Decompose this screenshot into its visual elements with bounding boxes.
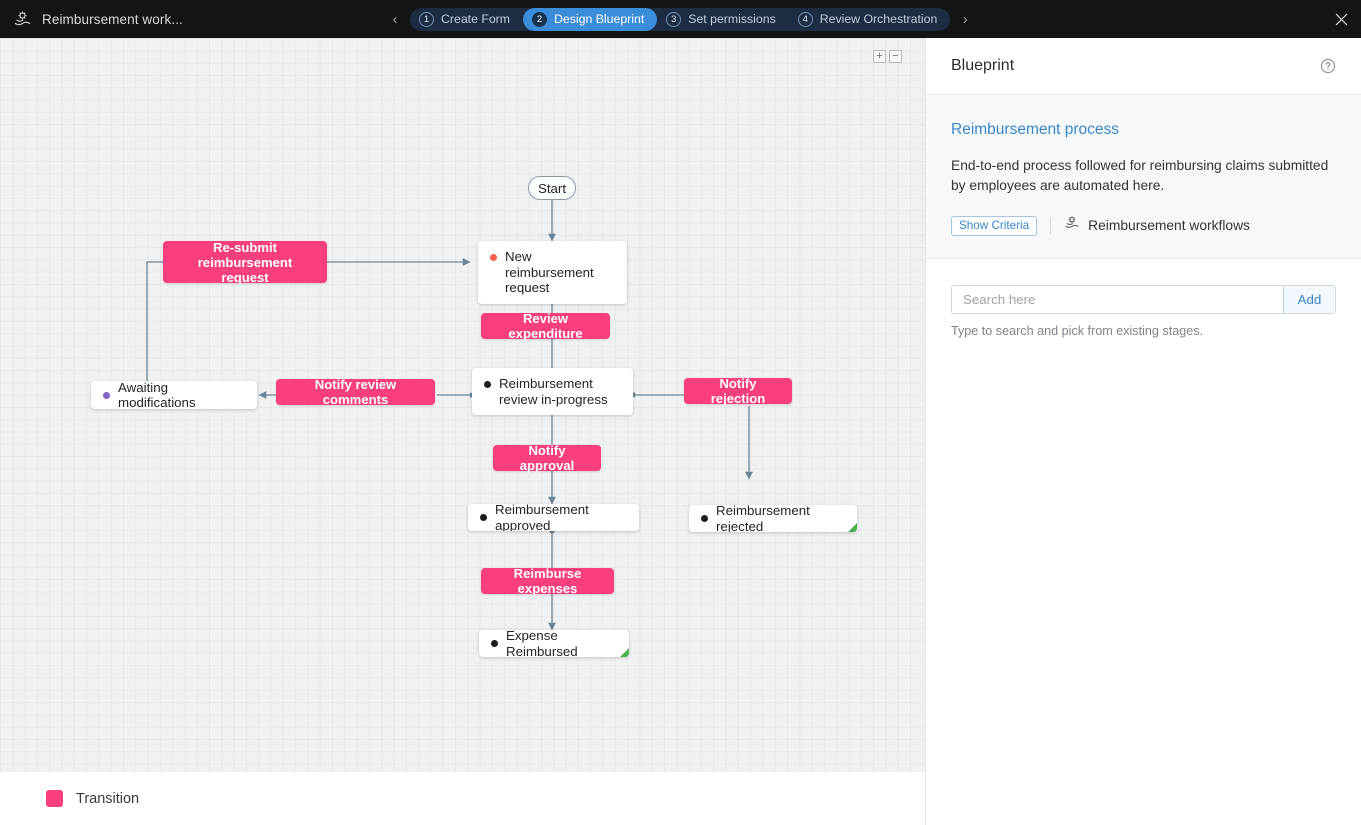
transition-re-submit-reimbursement-request[interactable]: Re-submit reimbursement request — [163, 240, 327, 285]
search-input[interactable] — [952, 286, 1283, 313]
step-label: Set permissions — [688, 12, 776, 26]
node-label: Reimbursement review in-progress — [499, 376, 608, 407]
process-description: End-to-end process followed for reimburs… — [951, 158, 1329, 193]
close-icon[interactable] — [1331, 9, 1351, 29]
node-label: Reimbursement approved — [495, 504, 589, 531]
step-design-blueprint[interactable]: 2 Design Blueprint — [523, 7, 658, 31]
stepper: ‹ 1 Create Form 2 Design Blueprint 3 Set… — [386, 0, 974, 38]
transition-notify-rejection[interactable]: Notify rejection — [684, 376, 792, 406]
legend-transition-swatch — [46, 790, 63, 807]
process-meta-row: Show Criteria Reimbursement workflows — [951, 215, 1336, 236]
stepper-pill: 1 Create Form 2 Design Blueprint 3 Set p… — [410, 7, 951, 31]
search-hint: Type to search and pick from existing st… — [951, 324, 1203, 338]
zoom-out-button[interactable]: − — [889, 50, 902, 63]
state-dot — [701, 515, 708, 522]
state-dot — [103, 391, 110, 399]
step-label: Review Orchestration — [819, 12, 938, 26]
workflow-icon — [12, 9, 32, 29]
node-start[interactable]: Start — [528, 176, 576, 200]
top-bar: Reimbursement work... ‹ 1 Create Form 2 … — [0, 0, 1361, 38]
divider — [1050, 217, 1052, 234]
transition-notify-review-comments[interactable]: Notify review comments — [276, 377, 435, 407]
zoom-controls: + − — [873, 50, 902, 63]
workflow-icon — [1064, 215, 1080, 236]
panel-title: Blueprint — [951, 57, 1015, 74]
step-number: 4 — [797, 11, 813, 27]
help-icon[interactable] — [1320, 58, 1336, 74]
stage-search-section: Add Type to search and pick from existin… — [926, 259, 1361, 338]
step-number: 3 — [666, 11, 682, 27]
node-new-reimbursement-request[interactable]: New reimbursement request — [478, 241, 627, 304]
step-number: 1 — [419, 11, 434, 27]
node-reimbursement-approved[interactable]: Reimbursement approved — [468, 504, 639, 531]
search-row: Add — [951, 285, 1336, 314]
state-dot — [484, 381, 491, 388]
node-label: New reimbursement request — [505, 249, 594, 295]
node-reimbursement-review-in-progress[interactable]: Reimbursement review in-progress — [472, 368, 633, 415]
state-dot — [491, 640, 498, 647]
state-dot — [480, 514, 487, 521]
workflow-link[interactable]: Reimbursement workflows — [1064, 215, 1250, 236]
transition-reimburse-expenses[interactable]: Reimburse expenses — [481, 566, 614, 596]
completion-flag-icon — [620, 648, 629, 657]
step-number: 2 — [532, 11, 548, 27]
stepper-prev-button[interactable]: ‹ — [392, 10, 398, 28]
process-name-link[interactable]: Reimbursement process — [951, 121, 1119, 138]
node-expense-reimbursed[interactable]: Expense Reimbursed — [479, 630, 629, 657]
blueprint-canvas[interactable]: + − — [0, 38, 925, 771]
step-create-form[interactable]: 1 Create Form — [410, 8, 523, 31]
add-button[interactable]: Add — [1283, 286, 1335, 313]
completion-flag-icon — [848, 523, 857, 532]
workflow-label: Reimbursement workflows — [1088, 218, 1250, 233]
panel-header: Blueprint — [926, 38, 1361, 95]
state-dot — [490, 254, 497, 261]
step-set-permissions[interactable]: 3 Set permissions — [657, 8, 788, 31]
blueprint-panel: Blueprint Reimbursement process End-to-e… — [925, 38, 1361, 825]
transition-notify-approval[interactable]: Notify approval — [493, 443, 601, 473]
legend-transition-label: Transition — [76, 790, 140, 807]
transition-review-expenditure[interactable]: Review expenditure — [481, 311, 610, 341]
process-info-section: Reimbursement process End-to-end process… — [926, 95, 1361, 259]
step-label: Design Blueprint — [554, 12, 645, 26]
node-label: Awaiting modifications — [118, 381, 196, 409]
node-awaiting-modifications[interactable]: Awaiting modifications — [91, 381, 257, 409]
legend: Transition — [0, 771, 925, 825]
node-reimbursement-rejected[interactable]: Reimbursement rejected — [689, 505, 857, 532]
zoom-in-button[interactable]: + — [873, 50, 886, 63]
node-label: Reimbursement rejected — [716, 505, 810, 532]
node-label: Expense Reimbursed — [506, 630, 578, 657]
step-label: Create Form — [441, 12, 511, 26]
app-title: Reimbursement work... — [42, 11, 183, 27]
stepper-next-button[interactable]: › — [962, 10, 968, 28]
step-review-orchestration[interactable]: 4 Review Orchestration — [789, 8, 951, 31]
connectors — [143, 200, 753, 631]
show-criteria-button[interactable]: Show Criteria — [951, 215, 1038, 236]
